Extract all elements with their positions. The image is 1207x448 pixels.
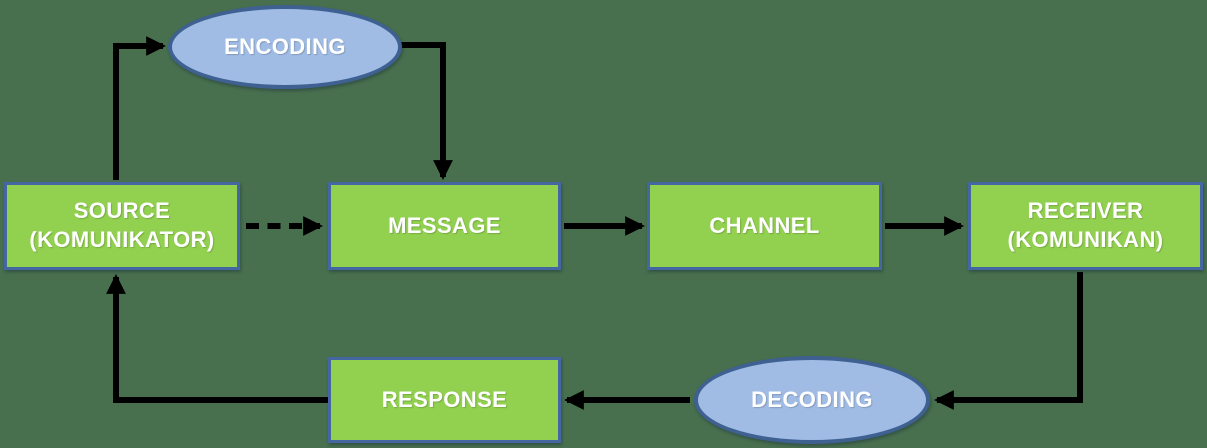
node-channel: CHANNEL xyxy=(647,182,882,270)
node-receiver: RECEIVER (KOMUNIKAN) xyxy=(968,182,1203,270)
node-source-label: SOURCE xyxy=(73,198,171,224)
node-receiver-label: RECEIVER xyxy=(1027,198,1144,224)
node-encoding-label: ENCODING xyxy=(224,33,346,59)
node-source-sublabel: (KOMUNIKATOR) xyxy=(29,227,215,252)
node-source: SOURCE (KOMUNIKATOR) xyxy=(4,182,240,270)
node-message: MESSAGE xyxy=(328,182,561,270)
arrow-receiver-to-decoding xyxy=(934,272,1083,410)
arrow-source-to-encoding xyxy=(113,36,166,180)
arrow-encoding-to-message xyxy=(401,42,453,180)
arrow-response-to-source xyxy=(106,274,328,403)
node-decoding: DECODING xyxy=(694,356,930,444)
node-response: RESPONSE xyxy=(328,357,561,443)
node-receiver-sublabel: (KOMUNIKAN) xyxy=(1007,227,1164,252)
node-decoding-label: DECODING xyxy=(751,386,873,412)
node-message-label: MESSAGE xyxy=(388,212,501,238)
node-response-label: RESPONSE xyxy=(381,386,508,412)
node-encoding: ENCODING xyxy=(168,5,402,89)
node-channel-label: CHANNEL xyxy=(709,212,820,238)
